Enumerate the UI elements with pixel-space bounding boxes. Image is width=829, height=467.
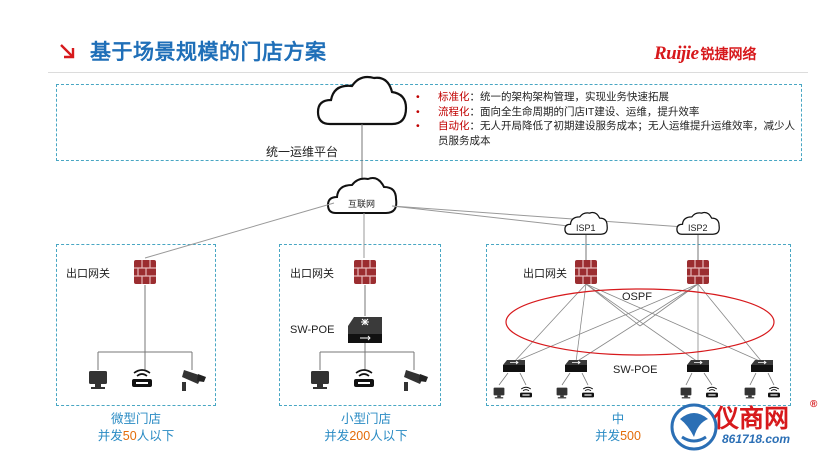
ospf-label: OSPF [622,291,652,303]
watermark-title: 仪商网 [714,406,790,433]
ruijie-logo: Ruijie 锐捷网络 [654,42,757,66]
access-switch-4-icon [750,359,774,373]
micro-store-caption: 微型门店 并发50人以下 [76,411,196,445]
watermark-url: 861718.com [722,432,791,446]
logo-cn: 锐捷网络 [700,46,757,62]
micro-firewall-icon [133,259,157,285]
isp2-label: ISP2 [688,223,708,233]
micro-store-capacity: 并发50人以下 [97,429,175,443]
platform-box [56,84,802,161]
isp1-label: ISP1 [576,223,596,233]
medium-store-name: 中 [611,412,625,426]
medium-sw-poe-label: SW-POE [613,364,658,376]
platform-label: 统一运维平台 [266,145,339,159]
micro-ap-icon [131,369,153,388]
access-switch-1-icon [502,359,526,373]
small-store-capacity: 并发200人以下 [324,429,408,443]
medium-store-caption: 中 并发500 [578,411,658,445]
medium-store-capacity: 并发500 [595,429,641,443]
slide-title: 基于场景规模的门店方案 [90,41,327,64]
management-cloud-icon [316,75,408,126]
medium-firewall-2-icon [686,259,710,285]
medium-pc-1-icon [493,387,505,399]
watermark-emblem-icon [670,403,718,451]
micro-gateway-label: 出口网关 [66,268,110,280]
bullet-process: •流程化：面向全生命周期的门店IT建设、运维，提升效率 [416,105,700,118]
micro-camera-icon [182,370,206,391]
medium-ap-1-icon [519,386,533,398]
sw-poe-label: SW-POE [290,324,335,336]
access-switch-3-icon [686,359,710,373]
small-firewall-icon [353,259,377,285]
micro-pc-icon [89,371,107,389]
access-switch-2-icon [564,359,588,373]
small-pc-icon [311,371,329,389]
medium-store-box [486,244,791,406]
logo-en: Ruijie [654,43,699,64]
title-divider [48,72,808,73]
bullet-automation: •自动化：无人开局降低了初期建设服务成本；无人运维提升运维效率，减少人员服务成本 [416,120,795,147]
watermark-reg: ® [810,399,818,410]
medium-firewall-1-icon [574,259,598,285]
small-store-caption: 小型门店 并发200人以下 [306,411,426,445]
small-ap-icon [353,369,375,388]
small-store-name: 小型门店 [340,412,391,426]
micro-store-name: 微型门店 [110,412,161,426]
feature-bullets: •标准化：统一的架构架构管理，实现业务快速拓展 •流程化：面向全生命周期的门店I… [416,90,796,148]
medium-ap-2-icon [581,386,595,398]
bullet-standardization: •标准化：统一的架构架构管理，实现业务快速拓展 [416,91,669,103]
small-camera-icon [404,370,428,391]
micro-store-box [56,244,216,406]
ospf-area [505,288,775,356]
poe-switch-icon [348,317,382,343]
small-gateway-label: 出口网关 [290,268,334,280]
medium-pc-2-icon [556,387,568,399]
small-store-box [279,244,441,406]
watermark: 仪商网 ® 861718.com [668,393,828,467]
medium-gateway-label: 出口网关 [523,268,567,280]
arrow-down-right-icon [60,44,75,59]
internet-label: 互联网 [348,199,376,209]
